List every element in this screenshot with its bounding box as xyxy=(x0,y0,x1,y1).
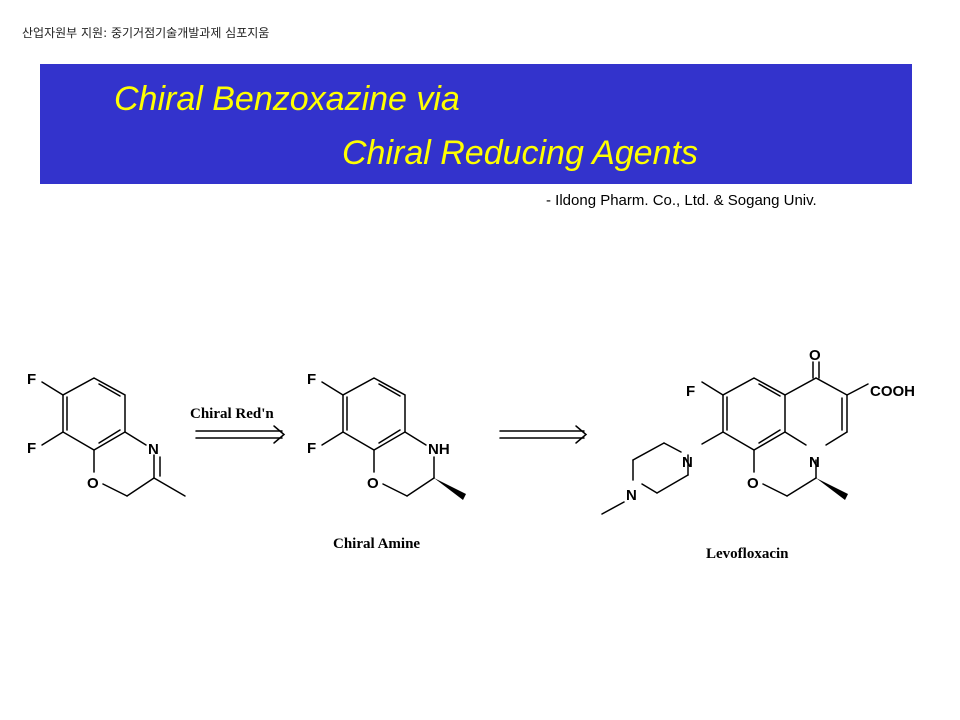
atom-oxygen: O xyxy=(87,475,99,492)
header-note: 산업자원부 지원: 중기거점기술개발과제 심포지움 xyxy=(22,26,270,40)
atom-fluorine: F xyxy=(27,440,36,457)
title-line-2: Chiral Reducing Agents xyxy=(342,134,698,172)
compound2-name: Chiral Amine xyxy=(333,536,420,552)
atom-fluorine: F xyxy=(307,440,316,457)
atom-amine-nh: NH xyxy=(428,441,450,458)
affiliation: - Ildong Pharm. Co., Ltd. & Sogang Univ. xyxy=(546,192,817,209)
atom-fluorine: F xyxy=(307,371,316,388)
compound-benzoxazine xyxy=(41,377,186,497)
atom-nitrogen: N xyxy=(809,454,820,471)
wedge-bond-methyl-levo xyxy=(816,478,848,500)
reaction-arrow-2 xyxy=(499,425,588,444)
atom-nitrogen: N xyxy=(626,487,637,504)
atom-nitrogen: N xyxy=(682,454,693,471)
atom-fluorine: F xyxy=(27,371,36,388)
compound3-name: Levofloxacin xyxy=(706,546,789,562)
atom-oxygen: O xyxy=(809,347,821,364)
compound-chiral-amine xyxy=(321,377,435,497)
reagent-label: Chiral Red'n xyxy=(190,406,274,422)
atom-nitrogen: N xyxy=(148,441,159,458)
reaction-arrow-1 xyxy=(195,425,286,444)
atom-carboxyl: COOH xyxy=(870,383,915,400)
wedge-bond-methyl xyxy=(434,478,466,500)
compound-levofloxacin xyxy=(601,361,869,515)
title-line-1: Chiral Benzoxazine via xyxy=(114,80,460,118)
atom-fluorine: F xyxy=(686,383,695,400)
atom-oxygen: O xyxy=(367,475,379,492)
atom-oxygen: O xyxy=(747,475,759,492)
title-banner: Chiral Benzoxazine via Chiral Reducing A… xyxy=(40,64,912,184)
